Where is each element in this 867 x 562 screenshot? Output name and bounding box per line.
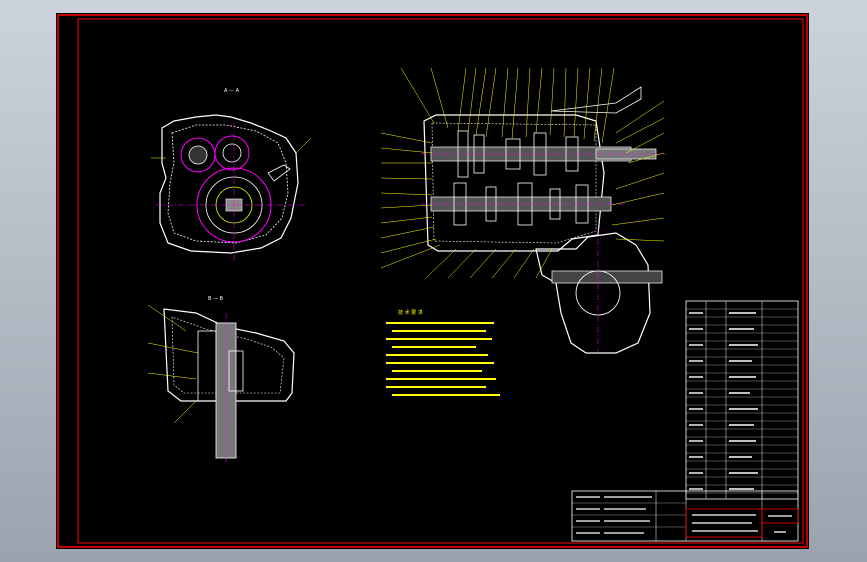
leader-b4 <box>173 400 197 424</box>
tech-req-heading: 技 术 要 求 <box>398 309 423 316</box>
parts-list <box>685 300 799 500</box>
housing-outline-a <box>159 114 299 254</box>
small-gear-right-hub <box>222 143 242 163</box>
housing-hatch-a <box>167 124 289 244</box>
gearbox-housing-inner <box>431 122 597 244</box>
shift-arm <box>267 164 291 182</box>
small-gear-right <box>214 135 250 171</box>
leader-b2 <box>147 342 199 354</box>
parts-list-entries <box>689 312 758 490</box>
section-a-label: A — A <box>224 88 240 94</box>
title-block <box>571 490 799 542</box>
top-cover <box>550 86 642 114</box>
inner-frame <box>77 18 804 544</box>
shift-rod <box>197 330 217 402</box>
leader-a1 <box>295 137 312 154</box>
small-gear-left-hub <box>188 145 208 165</box>
tech-req-text-lines <box>386 322 500 396</box>
parts-list-frame <box>685 300 799 500</box>
part-leaders <box>380 67 665 279</box>
technical-requirements: 技 术 要 求 <box>386 309 500 396</box>
spline-sleeve <box>228 350 244 392</box>
cad-drawing: A — A B — B <box>57 14 808 548</box>
leader-b1 <box>147 304 187 332</box>
title-block-entries <box>576 496 792 534</box>
section-view-a: A — A <box>151 88 312 261</box>
main-gearbox-section <box>380 67 666 354</box>
outer-frame <box>57 14 808 548</box>
differential-housing <box>535 232 651 354</box>
title-block-name-cell <box>761 508 799 524</box>
differential-case <box>575 270 621 316</box>
section-view-b: B — B <box>147 296 295 463</box>
leader-b3 <box>147 372 197 380</box>
differential-axle <box>551 270 663 284</box>
housing-outline-b <box>163 308 295 402</box>
gearbox-housing <box>423 114 605 252</box>
section-b-label: B — B <box>208 296 224 302</box>
parts-list-rows <box>686 308 798 494</box>
drawing-sheet: A — A B — B <box>56 13 809 549</box>
